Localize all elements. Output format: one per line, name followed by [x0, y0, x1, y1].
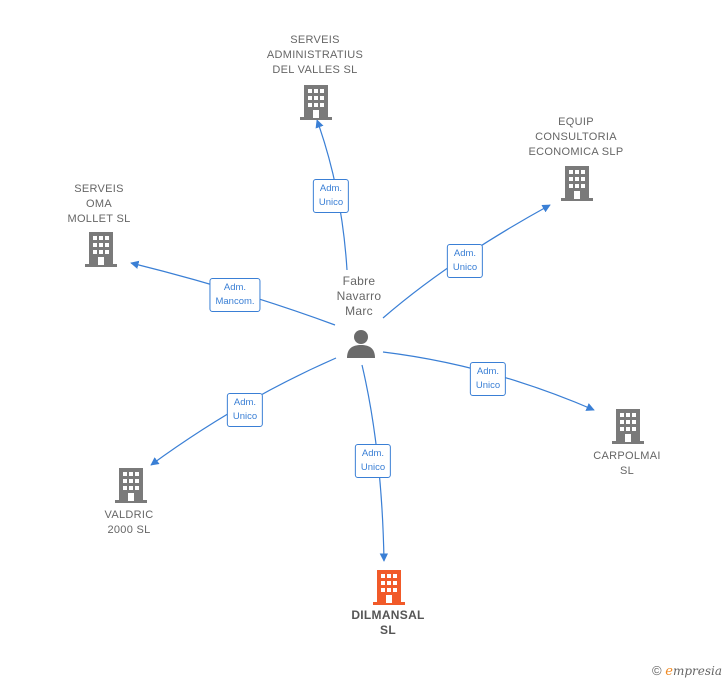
- person-icon[interactable]: [345, 328, 377, 358]
- building-icon[interactable]: [373, 569, 405, 605]
- person-name[interactable]: Fabre Navarro Marc: [336, 274, 382, 318]
- company-label-dilmansal[interactable]: DILMANSAL SL: [351, 608, 425, 637]
- edge-label-serveis-oma: Adm. Mancom.: [209, 278, 261, 312]
- edge-label-equip-consultoria: Adm. Unico: [446, 244, 484, 278]
- edge-label-carpolmai: Adm. Unico: [469, 362, 507, 396]
- building-icon[interactable]: [115, 467, 147, 503]
- edge-label-serveis-administratius: Adm. Unico: [312, 179, 350, 213]
- company-label-valdric[interactable]: VALDRIC 2000 SL: [104, 509, 154, 536]
- edge-label-valdric: Adm. Unico: [226, 393, 264, 427]
- company-label-carpolmai[interactable]: CARPOLMAI SL: [593, 450, 661, 477]
- brand-initial: e: [665, 664, 673, 679]
- company-label-serveis-oma[interactable]: SERVEIS OMA MOLLET SL: [67, 183, 131, 225]
- copyright-symbol: ©: [652, 663, 662, 678]
- building-icon[interactable]: [300, 84, 332, 120]
- building-icon[interactable]: [612, 408, 644, 444]
- company-label-equip-consultoria[interactable]: EQUIP CONSULTORIA ECONOMICA SLP: [528, 116, 624, 158]
- building-icon[interactable]: [561, 165, 593, 201]
- building-icon[interactable]: [85, 231, 117, 267]
- company-label-serveis-administratius[interactable]: SERVEIS ADMINISTRATIUS DEL VALLES SL: [266, 34, 364, 76]
- edge-label-dilmansal: Adm. Unico: [354, 444, 392, 478]
- copyright-notice: © empresia: [652, 663, 722, 679]
- brand-name: mpresia: [672, 664, 722, 678]
